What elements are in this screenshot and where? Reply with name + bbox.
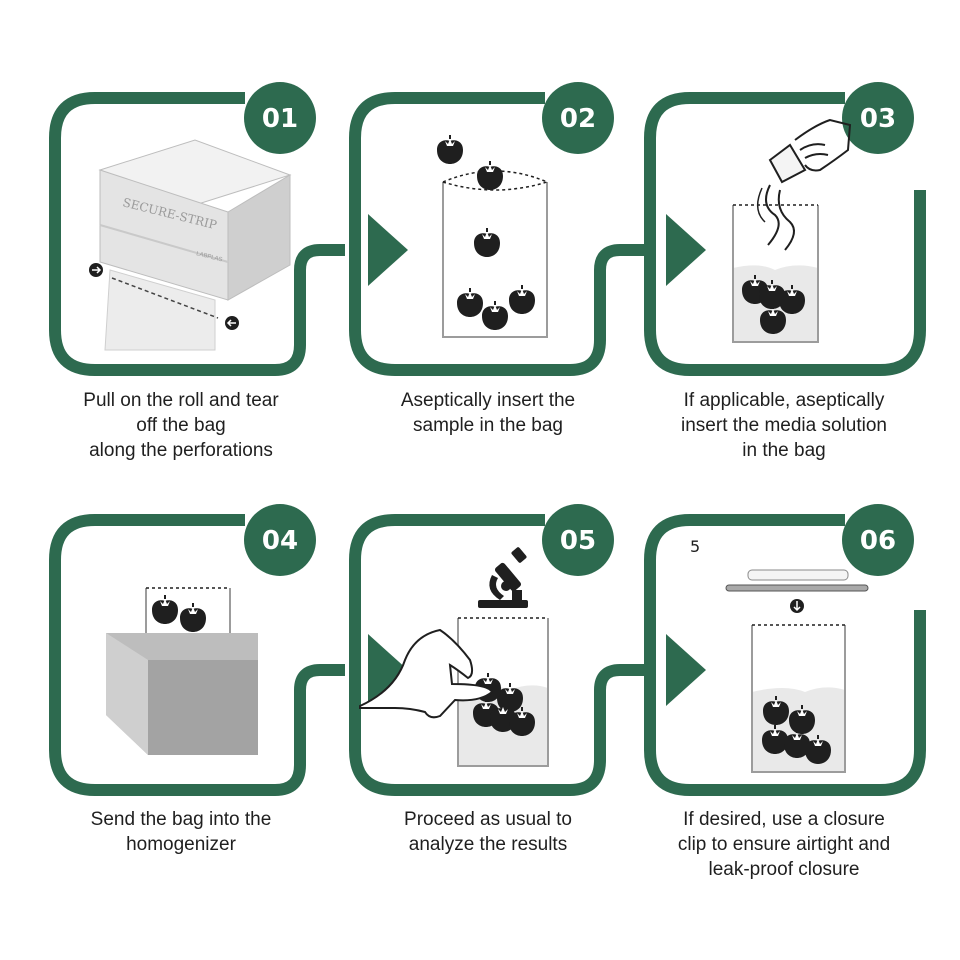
- caption-line: clip to ensure airtight and: [677, 834, 891, 855]
- tomato-icon: [508, 284, 536, 315]
- step-01-caption: Pull on the roll and tear off the bag al…: [50, 388, 312, 463]
- caption-line: Send the bag into the: [90, 809, 272, 830]
- step-number: 01: [262, 104, 298, 134]
- caption-line: Pull on the roll and tear: [83, 390, 279, 411]
- step-badge-06: 06: [842, 504, 914, 576]
- arrow-right-icon: [666, 214, 706, 286]
- dispenser-illustration: SECURE-STRIP LABPLAS: [89, 139, 292, 351]
- caption-line: If applicable, aseptically: [683, 390, 885, 411]
- step-badge-04: 04: [244, 504, 316, 576]
- step-number: 06: [860, 526, 896, 556]
- tomato-icon: [473, 227, 501, 258]
- step-06-caption: If desired, use a closure clip to ensure…: [653, 807, 915, 882]
- arrow-right-icon: [368, 634, 408, 706]
- tear-arrow-icon: [225, 316, 239, 330]
- step-04-caption: Send the bag into the homogenizer: [50, 807, 312, 857]
- step-number: 05: [560, 526, 596, 556]
- homogenizer-illustration: [106, 587, 258, 755]
- step-badge-03: 03: [842, 82, 914, 154]
- row-2-frames: [49, 514, 926, 796]
- step-03-caption: If applicable, aseptically insert the me…: [653, 388, 915, 463]
- step-number: 04: [262, 526, 298, 556]
- clip-rod-icon: [725, 569, 869, 592]
- tear-arrow-icon: [89, 263, 103, 277]
- tomato-icon: [456, 287, 484, 318]
- arrow-right-icon: [368, 214, 408, 286]
- down-arrow-icon: [790, 599, 804, 613]
- caption-line: insert the media solution: [681, 415, 887, 436]
- caption-line: sample in the bag: [413, 415, 563, 436]
- bag-illustration-step3: [732, 118, 852, 343]
- pouring-hand-icon: [768, 118, 852, 184]
- tomato-icon: [436, 134, 464, 165]
- step-number: 02: [560, 104, 596, 134]
- stray-mark: 5: [690, 537, 700, 556]
- caption-line: If desired, use a closure: [683, 809, 885, 830]
- tomato-icon: [151, 594, 179, 625]
- arrow-right-icon: [666, 634, 706, 706]
- microscope-icon: [478, 547, 528, 608]
- caption-line: off the bag: [136, 415, 226, 436]
- step-number: 03: [860, 104, 896, 134]
- caption-line: homogenizer: [126, 834, 236, 855]
- step-badge-02: 02: [542, 82, 614, 154]
- bag-illustration-step5: [359, 547, 549, 767]
- caption-line: in the bag: [742, 440, 826, 461]
- hand-icon: [359, 628, 494, 719]
- tomato-icon: [476, 160, 504, 191]
- caption-line: leak-proof closure: [708, 859, 860, 880]
- row-1-frames: [49, 92, 926, 376]
- bag-illustration-step2: [436, 134, 548, 338]
- caption-line: analyze the results: [408, 834, 568, 855]
- caption-line: along the perforations: [89, 440, 273, 461]
- step-02-caption: Aseptically insert the sample in the bag: [357, 388, 619, 438]
- step-badge-01: 01: [244, 82, 316, 154]
- step-badge-05: 05: [542, 504, 614, 576]
- caption-line: Proceed as usual to: [404, 809, 572, 830]
- tomato-icon: [179, 602, 207, 633]
- caption-line: Aseptically insert the: [400, 390, 576, 411]
- bag-illustration-step6: 5: [690, 537, 869, 773]
- tomato-icon: [481, 300, 509, 331]
- step-05-caption: Proceed as usual to analyze the results: [357, 807, 619, 857]
